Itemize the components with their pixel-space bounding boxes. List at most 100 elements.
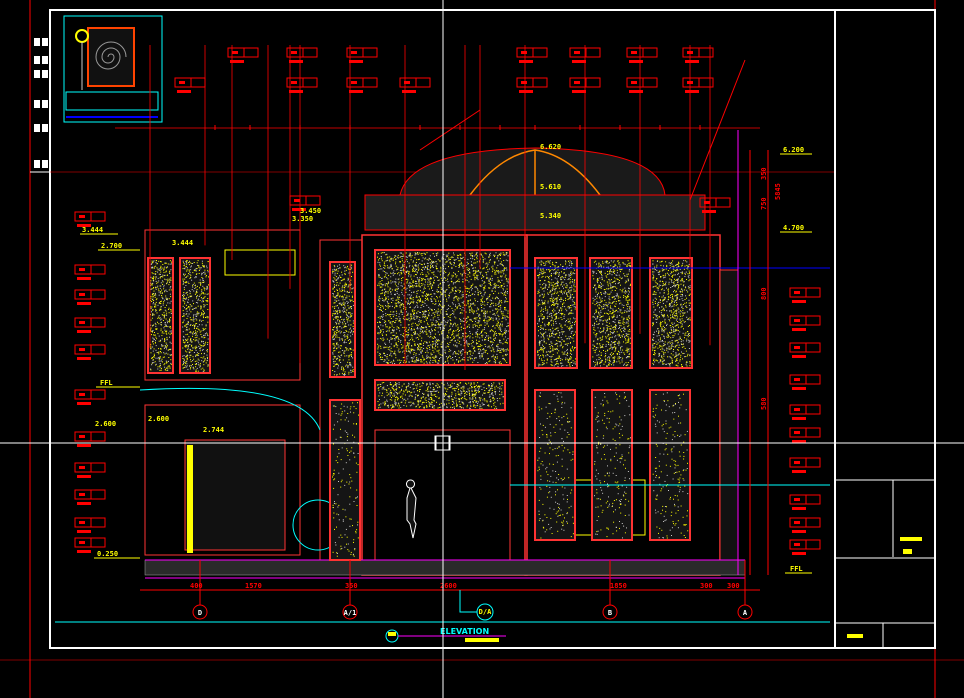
panel-texture-dot (555, 318, 557, 320)
panel-texture-dot (500, 310, 502, 312)
panel-texture-dot (506, 362, 508, 363)
panel-texture-dot (488, 287, 490, 289)
panel-texture-dot (469, 305, 471, 307)
panel-texture-dot (402, 345, 404, 347)
panel-texture-dot (444, 349, 446, 351)
panel-texture-dot (333, 343, 335, 345)
panel-texture-dot (469, 332, 471, 334)
panel-texture-dot (170, 286, 172, 288)
panel-texture-dot (349, 347, 351, 349)
panel-texture-dot (489, 306, 491, 308)
panel-texture-dot (541, 318, 543, 319)
panel-texture-dot (193, 358, 195, 360)
panel-texture-dot (186, 263, 188, 265)
panel-texture-dot (160, 305, 162, 307)
panel-texture-dot (377, 346, 379, 348)
panel-texture-dot (538, 330, 539, 332)
panel-texture-dot (419, 349, 421, 351)
panel-texture-dot (207, 338, 209, 340)
panel-texture-dot (183, 315, 185, 317)
panel-texture-dot (429, 348, 431, 350)
panel-texture-dot (444, 291, 446, 293)
panel-texture-dot (454, 323, 456, 325)
panel-texture-dot (500, 331, 502, 332)
panel-texture-dot (410, 318, 412, 320)
panel-texture-dot (207, 342, 209, 344)
panel-texture-dot (404, 326, 405, 328)
panel-texture-dot (337, 363, 339, 365)
panel-texture-dot (479, 325, 481, 327)
panel-texture-dot (347, 366, 349, 367)
panel-texture-dot (435, 261, 437, 263)
panel-texture-dot (473, 255, 475, 257)
panel-texture-dot (385, 291, 387, 293)
panel-texture-dot (343, 303, 345, 305)
panel-texture-dot (342, 285, 343, 287)
panel-texture-dot (185, 355, 187, 357)
panel-texture-dot (341, 354, 343, 356)
panel-texture-dot (187, 281, 189, 283)
panel-texture-dot (155, 345, 157, 347)
panel-texture-dot (571, 304, 573, 306)
panel-texture-dot (382, 315, 384, 317)
panel-texture-dot (547, 293, 549, 295)
panel-texture-dot (164, 339, 165, 341)
panel-texture-dot (426, 333, 428, 335)
panel-texture-dot (155, 276, 157, 278)
panel-texture-dot (401, 278, 402, 280)
panel-texture-dot (492, 347, 494, 349)
panel-texture-dot (468, 288, 470, 290)
panel-texture-dot (414, 313, 415, 315)
panel-texture-dot (432, 347, 433, 349)
panel-texture-dot (339, 351, 341, 353)
panel-texture-dot (546, 362, 548, 364)
panel-texture-dot (555, 343, 557, 345)
panel-texture-dot (333, 286, 335, 288)
panel-texture-dot (351, 264, 352, 266)
panel-texture-dot (382, 299, 384, 301)
panel-texture-dot (199, 343, 201, 345)
panel-texture-dot (475, 310, 477, 312)
panel-texture-dot (504, 336, 506, 338)
panel-texture-dot (494, 269, 496, 271)
panel-texture-dot (351, 307, 352, 309)
panel-texture-dot (192, 317, 194, 319)
panel-texture-dot (556, 363, 558, 364)
panel-texture-dot (542, 288, 544, 289)
panel-texture-dot (341, 280, 343, 281)
panel-texture-dot (183, 265, 185, 267)
panel-texture-dot (465, 304, 467, 306)
panel-texture-dot (407, 329, 409, 331)
panel-texture-dot (157, 285, 159, 287)
panel-texture-dot (461, 258, 463, 259)
panel-texture-dot (542, 351, 544, 353)
panel-texture-dot (568, 326, 570, 328)
panel-texture-dot (554, 344, 556, 345)
panel-texture-dot (185, 346, 187, 348)
panel-texture-dot (377, 348, 379, 350)
panel-texture-dot (191, 365, 192, 367)
panel-texture-dot (166, 320, 168, 322)
panel-texture-dot (502, 333, 504, 335)
panel-texture-dot (551, 304, 552, 306)
panel-texture-dot (405, 327, 407, 329)
panel-texture-dot (194, 340, 196, 342)
panel-texture-dot (386, 358, 388, 360)
panel-texture-dot (493, 313, 495, 315)
panel-texture-dot (551, 334, 553, 336)
panel-texture-dot (537, 354, 539, 356)
panel-texture-dot (196, 337, 198, 338)
panel-texture-dot (414, 343, 416, 345)
panel-texture-dot (182, 322, 184, 324)
panel-texture-dot (187, 338, 189, 340)
panel-texture-dot (415, 284, 417, 286)
panel-texture-dot (539, 332, 541, 334)
panel-texture-dot (337, 311, 338, 313)
panel-texture-dot (608, 362, 610, 364)
panel-texture-dot (504, 253, 506, 255)
panel-texture-dot (200, 357, 202, 358)
panel-texture-dot (201, 336, 203, 337)
panel-texture-dot (563, 353, 565, 355)
panel-texture-dot (379, 300, 381, 302)
